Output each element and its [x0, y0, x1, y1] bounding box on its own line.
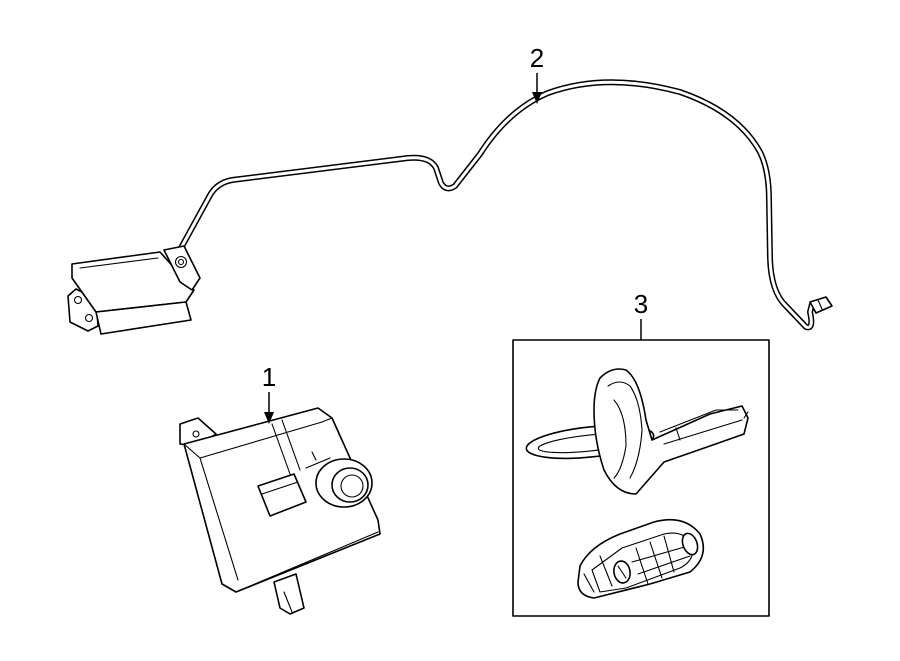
key-fob [577, 518, 705, 599]
callout-3-label: 3 [634, 289, 648, 319]
antenna-cable [178, 79, 829, 331]
callout-3: 3 [634, 289, 648, 340]
callout-1-arrowhead [264, 412, 274, 424]
part-2-antenna-cable[interactable] [67, 79, 833, 335]
callout-2-arrowhead [532, 92, 542, 104]
key [525, 368, 749, 495]
part-1-receiver-module[interactable] [179, 407, 381, 615]
cable-connector [809, 296, 833, 314]
callout-2: 2 [530, 43, 544, 104]
part-3-key-kit[interactable] [512, 339, 770, 617]
antenna-module [67, 245, 201, 335]
callout-1-label: 1 [262, 362, 276, 392]
callout-1: 1 [262, 362, 276, 424]
callout-2-label: 2 [530, 43, 544, 73]
